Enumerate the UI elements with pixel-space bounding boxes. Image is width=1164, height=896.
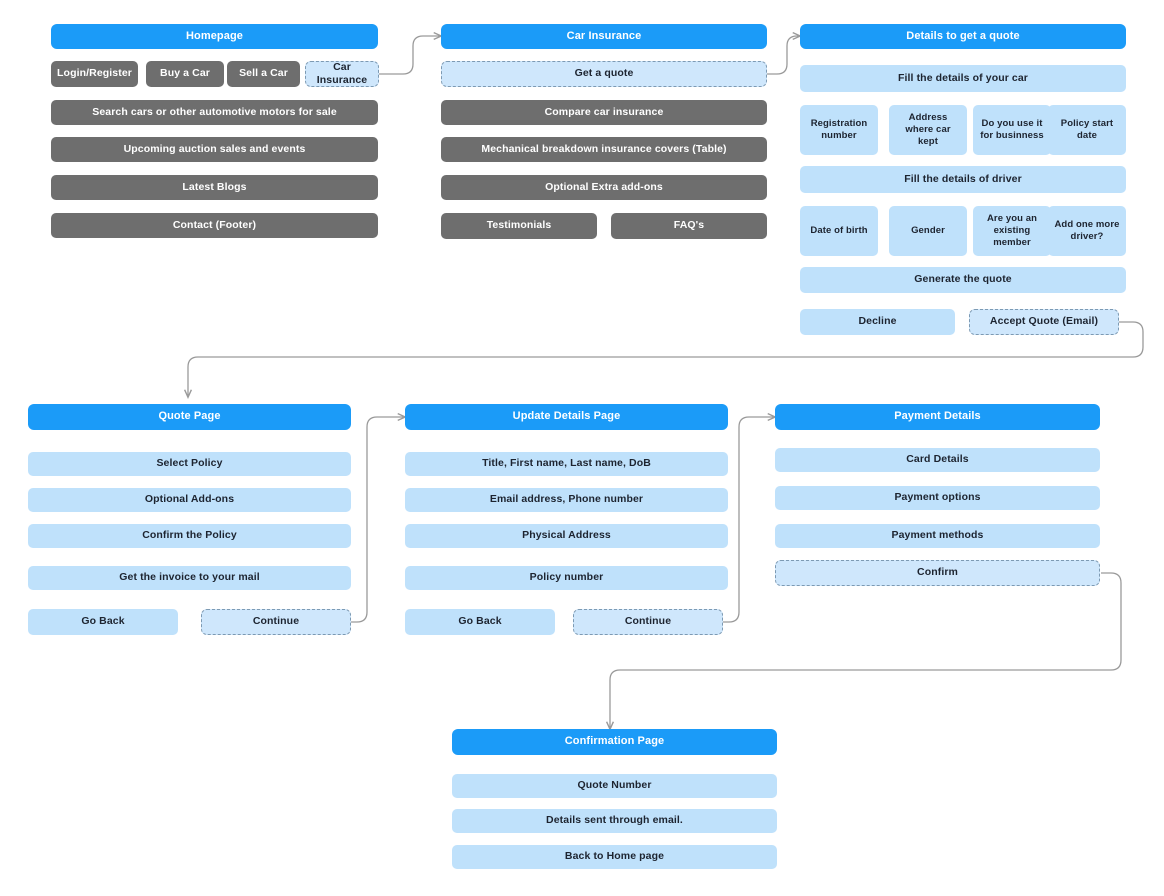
details-quote-header[interactable]: Details to get a quote (800, 24, 1126, 49)
homepage-nav-sell-a-car[interactable]: Sell a Car (227, 61, 300, 87)
quote-page-confirm-policy[interactable]: Confirm the Policy (28, 524, 351, 548)
confirmation-page-header[interactable]: Confirmation Page (452, 729, 777, 755)
update-details-email-phone[interactable]: Email address, Phone number (405, 488, 728, 512)
homepage-nav-buy-a-car[interactable]: Buy a Car (146, 61, 224, 87)
update-details-name-dob[interactable]: Title, First name, Last name, DoB (405, 452, 728, 476)
payment-details-header[interactable]: Payment Details (775, 404, 1100, 430)
details-quote-generate-the-quote[interactable]: Generate the quote (800, 267, 1126, 293)
details-quote-field-policy-start-date[interactable]: Policy start date (1048, 105, 1126, 155)
homepage-row-auction-sales[interactable]: Upcoming auction sales and events (51, 137, 378, 162)
update-details-go-back-button[interactable]: Go Back (405, 609, 555, 635)
update-details-header[interactable]: Update Details Page (405, 404, 728, 430)
car-insurance-testimonials[interactable]: Testimonials (441, 213, 597, 239)
wire-getaquote-to-detailsquote (767, 36, 800, 75)
confirmation-quote-number[interactable]: Quote Number (452, 774, 777, 798)
homepage-row-latest-blogs[interactable]: Latest Blogs (51, 175, 378, 200)
details-quote-field-date-of-birth[interactable]: Date of birth (800, 206, 878, 256)
quote-page-go-back-button[interactable]: Go Back (28, 609, 178, 635)
quote-page-optional-addons[interactable]: Optional Add-ons (28, 488, 351, 512)
details-quote-field-existing-member[interactable]: Are you an existing member (973, 206, 1051, 256)
update-details-continue-button[interactable]: Continue (573, 609, 723, 635)
details-quote-field-address-where-car-kept[interactable]: Address where car kept (889, 105, 967, 155)
car-insurance-faqs[interactable]: FAQ's (611, 213, 767, 239)
details-quote-field-registration-number[interactable]: Registration number (800, 105, 878, 155)
payment-details-confirm-button[interactable]: Confirm (775, 560, 1100, 586)
car-insurance-optional-extras[interactable]: Optional Extra add-ons (441, 175, 767, 200)
quote-page-header[interactable]: Quote Page (28, 404, 351, 430)
car-insurance-mechanical-breakdown[interactable]: Mechanical breakdown insurance covers (T… (441, 137, 767, 162)
confirmation-back-to-home[interactable]: Back to Home page (452, 845, 777, 869)
homepage-row-search-cars[interactable]: Search cars or other automotive motors f… (51, 100, 378, 125)
car-insurance-get-a-quote[interactable]: Get a quote (441, 61, 767, 87)
confirmation-details-sent-email[interactable]: Details sent through email. (452, 809, 777, 833)
details-quote-field-business-use[interactable]: Do you use it for businness (973, 105, 1051, 155)
payment-details-payment-options[interactable]: Payment options (775, 486, 1100, 510)
wire-quotepage-continue-to-updatedetails (351, 417, 405, 623)
quote-page-continue-button[interactable]: Continue (201, 609, 351, 635)
car-insurance-compare[interactable]: Compare car insurance (441, 100, 767, 125)
details-quote-car-section-label: Fill the details of your car (800, 65, 1126, 92)
homepage-header[interactable]: Homepage (51, 24, 378, 49)
quote-page-select-policy[interactable]: Select Policy (28, 452, 351, 476)
payment-details-card-details[interactable]: Card Details (775, 448, 1100, 472)
payment-details-payment-methods[interactable]: Payment methods (775, 524, 1100, 548)
details-quote-accept-quote-button[interactable]: Accept Quote (Email) (969, 309, 1119, 335)
details-quote-decline-button[interactable]: Decline (800, 309, 955, 335)
wire-confirm-to-confirmation (610, 572, 1122, 729)
wire-updatedetails-continue-to-payment (723, 417, 775, 623)
details-quote-field-add-more-driver[interactable]: Add one more driver? (1048, 206, 1126, 256)
car-insurance-header[interactable]: Car Insurance (441, 24, 767, 49)
update-details-policy-number[interactable]: Policy number (405, 566, 728, 590)
homepage-nav-login-register[interactable]: Login/Register (51, 61, 138, 87)
homepage-row-contact-footer[interactable]: Contact (Footer) (51, 213, 378, 238)
quote-page-get-invoice[interactable]: Get the invoice to your mail (28, 566, 351, 590)
update-details-physical-address[interactable]: Physical Address (405, 524, 728, 548)
details-quote-driver-section-label: Fill the details of driver (800, 166, 1126, 193)
wire-carinsurance-to-carinsurancepage (378, 36, 441, 75)
homepage-nav-car-insurance[interactable]: Car Insurance (305, 61, 379, 87)
details-quote-field-gender[interactable]: Gender (889, 206, 967, 256)
